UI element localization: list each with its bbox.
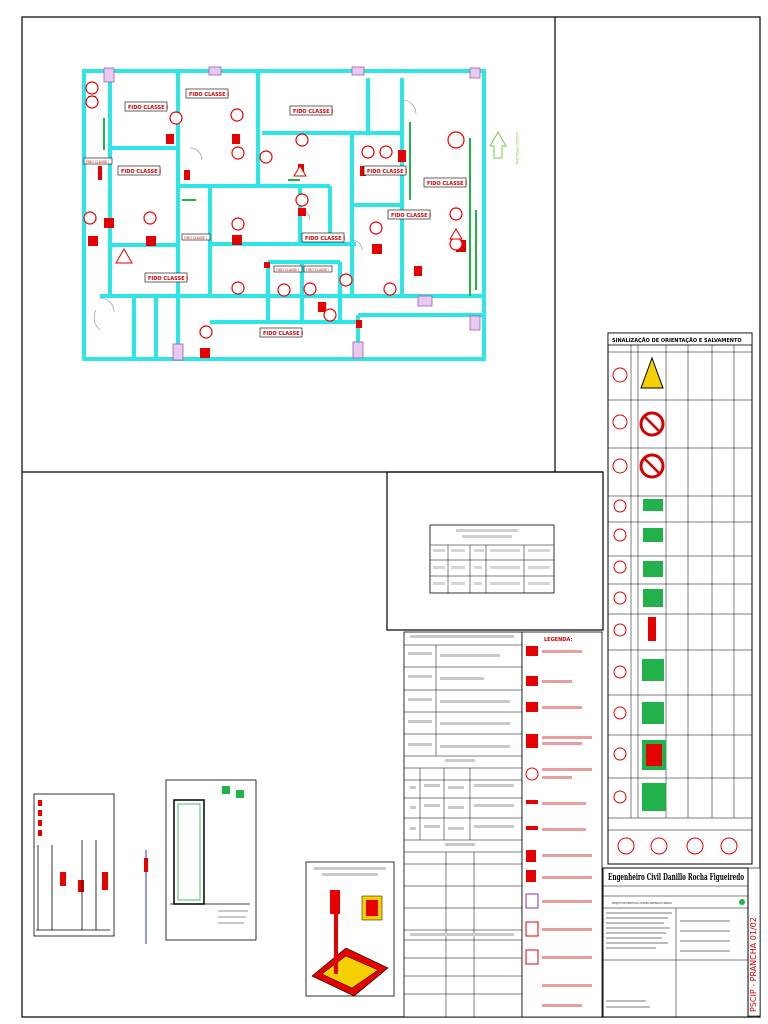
svg-text:FIDO CLASSE I: FIDO CLASSE I xyxy=(276,268,299,272)
room-tags: FIDO CLASSE I FIDO CLASSE I FIDO CLASSE … xyxy=(83,88,467,338)
room-tag: FIDO CLASSE I xyxy=(303,265,333,273)
svg-text:FIDO CLASSE I: FIDO CLASSE I xyxy=(189,92,229,98)
detail-floor-marking xyxy=(305,861,395,997)
svg-text:FIDO CLASSE I: FIDO CLASSE I xyxy=(427,181,467,187)
fire-brigade-table xyxy=(429,524,555,594)
room-tag: FIDO CLASSE I xyxy=(289,105,333,116)
detail-extinguishers xyxy=(33,793,115,937)
room-tag: FIDO CLASSE I xyxy=(124,101,168,112)
sheet-label: PSCIP - PRANCHA 01/02 xyxy=(747,867,761,1017)
sign-symbols xyxy=(83,81,465,339)
signage-table: SINALIZAÇÃO DE ORIENTAÇÃO E SALVAMENTO xyxy=(607,332,753,865)
svg-text:FIDO CLASSE I: FIDO CLASSE I xyxy=(86,160,109,164)
room-tag: FIDO CLASSE I xyxy=(273,265,303,273)
room-tag: FIDO CLASSE I xyxy=(259,327,303,338)
room-tag: FIDO CLASSE I xyxy=(387,209,431,220)
svg-text:FIDO CLASSE I: FIDO CLASSE I xyxy=(148,276,188,282)
floor-plan: ACESSO PRINCIPAL FIDO CLASSE I FIDO CLAS… xyxy=(82,66,519,361)
engineer-name: Engenheiro Civil Danillo Rocha Figueired… xyxy=(608,873,744,883)
room-tag: FIDO CLASSE I xyxy=(185,88,229,99)
access-note: ACESSO PRINCIPAL xyxy=(515,132,519,165)
svg-text:FIDO CLASSE I: FIDO CLASSE I xyxy=(263,331,303,337)
svg-text:FIDO CLASSE I: FIDO CLASSE I xyxy=(293,109,333,115)
safety-measures-table xyxy=(403,631,523,1018)
sheet-frame xyxy=(21,16,761,1018)
svg-text:FIDO CLASSE I: FIDO CLASSE I xyxy=(391,213,431,219)
main-access-arrow: ACESSO PRINCIPAL xyxy=(489,130,519,165)
svg-text:FIDO CLASSE I: FIDO CLASSE I xyxy=(305,236,345,242)
detail-marker xyxy=(144,850,148,944)
svg-text:PSCIP - PRANCHA 01/02: PSCIP - PRANCHA 01/02 xyxy=(749,917,758,1012)
svg-text:FIDO CLASSE I: FIDO CLASSE I xyxy=(184,236,207,240)
room-tag: FIDO CLASSE I xyxy=(423,177,467,188)
room-tag: FIDO CLASSE I xyxy=(363,165,407,176)
title-block: Engenheiro Civil Danillo Rocha Figueired… xyxy=(602,867,749,1018)
room-tag: FIDO CLASSE I xyxy=(83,157,113,165)
legend-title: LEGENDA: xyxy=(544,637,572,643)
room-tag: FIDO CLASSE I xyxy=(181,233,211,241)
svg-text:FIDO CLASSE I: FIDO CLASSE I xyxy=(306,268,329,272)
room-tag: FIDO CLASSE I xyxy=(144,272,188,283)
project-title: PROJETO DE PROTEÇÃO CONTRA INCÊNDIO E PÂ… xyxy=(612,900,672,905)
svg-text:FIDO CLASSE I: FIDO CLASSE I xyxy=(121,169,161,175)
room-tag: FIDO CLASSE I xyxy=(301,232,345,243)
signage-table-title: SINALIZAÇÃO DE ORIENTAÇÃO E SALVAMENTO xyxy=(612,337,742,344)
svg-text:FIDO CLASSE I: FIDO CLASSE I xyxy=(128,105,168,111)
detail-door xyxy=(165,779,257,941)
room-tag: FIDO CLASSE I xyxy=(117,165,161,176)
legend: LEGENDA: xyxy=(521,631,603,1018)
svg-text:FIDO CLASSE I: FIDO CLASSE I xyxy=(367,169,407,175)
